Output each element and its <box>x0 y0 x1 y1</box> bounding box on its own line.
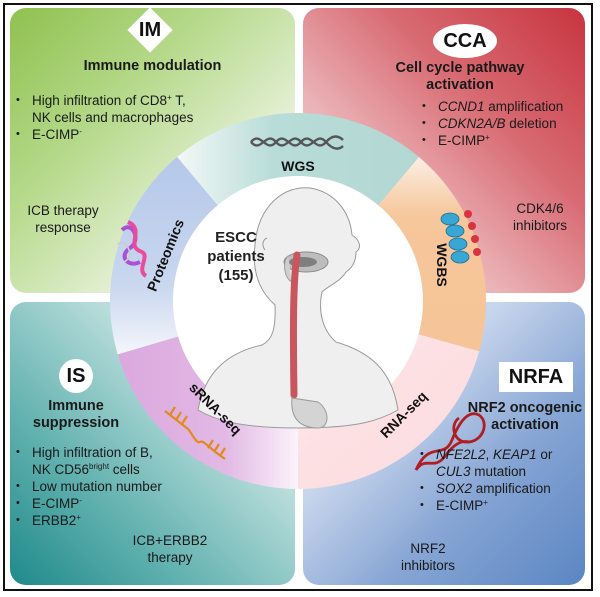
cohort-label: ESCC patients (155) <box>196 228 276 285</box>
badge-im: IM <box>128 8 172 52</box>
im-bullets: High infiltration of CD8+ T,NK cells and… <box>14 92 193 143</box>
ring-segment-wgs <box>177 112 419 206</box>
ring-label-wgbs: WGBS <box>434 243 450 287</box>
human-torso-illustration <box>197 187 399 429</box>
list-item: E-CIMP+ <box>420 132 563 149</box>
ring-segment-wgbs <box>378 156 487 352</box>
list-item: ERBB2+ <box>14 512 162 529</box>
list-item: SOX2 amplification <box>418 480 552 497</box>
list-item: Low mutation number <box>14 478 162 495</box>
protein-structure-icon <box>117 220 148 278</box>
list-item: E-CIMP+ <box>418 497 552 514</box>
list-item: CDKN2A/B deletion <box>420 115 563 132</box>
ring-segment-proteomics <box>110 156 218 355</box>
dna-helix-icon <box>250 135 344 150</box>
im-title: Immune modulation <box>83 58 222 74</box>
list-item: E-CIMP- <box>14 495 162 512</box>
small-rna-icon <box>164 406 226 460</box>
badge-nrfa: NRFA <box>499 362 573 392</box>
list-item: High infiltration of CD8+ T,NK cells and… <box>14 92 193 126</box>
cohort-label-line2: patients <box>207 248 265 265</box>
badge-cca: CCA <box>433 24 497 58</box>
list-item: CCND1 amplification <box>420 98 563 115</box>
cca-bullets: CCND1 amplification CDKN2A/B deletion E-… <box>420 98 563 149</box>
list-item: E-CIMP- <box>14 126 193 143</box>
badge-is: IS <box>59 359 93 393</box>
nucleosome-methylation-icon <box>440 210 481 264</box>
cohort-count: (155) <box>218 267 254 284</box>
cohort-label-line1: ESCC <box>215 229 257 246</box>
ring-label-wgs: WGS <box>281 158 314 174</box>
list-item: High infiltration of B,NK CD56bright cel… <box>14 444 162 478</box>
is-bullets: High infiltration of B,NK CD56bright cel… <box>14 444 162 529</box>
